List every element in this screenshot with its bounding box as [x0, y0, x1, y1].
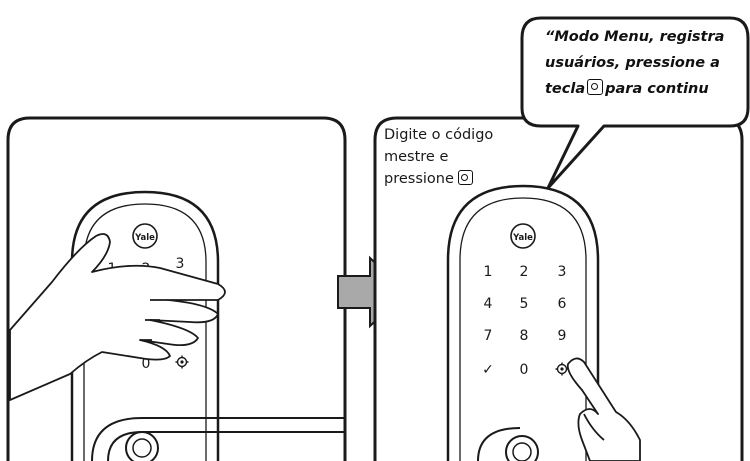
right-thumbturn [505, 435, 539, 461]
finger-icon [566, 357, 641, 461]
instruction-line-3: pressione [384, 168, 554, 190]
instruction-text: Digite o código mestre e pressione [384, 124, 554, 190]
key-6: 6 [558, 296, 567, 312]
key-5: 5 [520, 296, 529, 312]
bubble-line-3: tecla para continu [545, 76, 735, 102]
left-lock-inner-outline [83, 203, 207, 461]
left-thumbturn [125, 431, 159, 461]
gear-icon [555, 362, 569, 376]
key-9: 9 [558, 328, 567, 344]
bubble-line-3-before: tecla [545, 81, 586, 97]
right-panel: Yale 1 2 3 4 5 6 7 8 9 ✓ 0 [373, 116, 744, 461]
right-yale-logo: Yale [510, 223, 536, 249]
speech-bubble-text: “Modo Menu, registra usuários, pressione… [545, 24, 735, 102]
gear-icon [587, 79, 604, 95]
right-lever-handle [477, 427, 521, 461]
instruction-line-1: Digite o código [384, 127, 494, 143]
hand-icon [9, 233, 226, 401]
instruction-line-2: mestre e [384, 149, 449, 165]
right-lock-outline [446, 184, 600, 461]
bubble-line-2: usuários, pressione a [545, 55, 720, 71]
key-0: 0 [520, 362, 529, 378]
key-3: 3 [558, 264, 567, 280]
left-key-0: 0 [142, 356, 151, 372]
bubble-line-1: “Modo Menu, registra [545, 29, 725, 45]
key-1: 1 [484, 264, 493, 280]
left-panel-frame [6, 116, 347, 461]
left-gear-icon [175, 355, 189, 369]
right-lock-inner-outline [459, 197, 587, 461]
svg-text:Yale: Yale [512, 233, 533, 243]
left-lock-outline [70, 190, 220, 461]
bubble-line-3-after: para continu [605, 81, 709, 97]
key-7: 7 [484, 328, 493, 344]
key-8: 8 [520, 328, 529, 344]
left-panel: Yale 1 2 3 0 [6, 116, 347, 461]
left-yale-logo: Yale [132, 223, 158, 249]
instruction-line-3-text: pressione [384, 171, 454, 187]
key-4: 4 [484, 296, 493, 312]
svg-text:Yale: Yale [134, 233, 155, 243]
gear-icon [457, 170, 473, 185]
speech-bubble [520, 16, 750, 190]
left-key-3: 3 [176, 256, 185, 272]
checkmark-icon: ✓ [482, 362, 494, 378]
key-2: 2 [520, 264, 529, 280]
